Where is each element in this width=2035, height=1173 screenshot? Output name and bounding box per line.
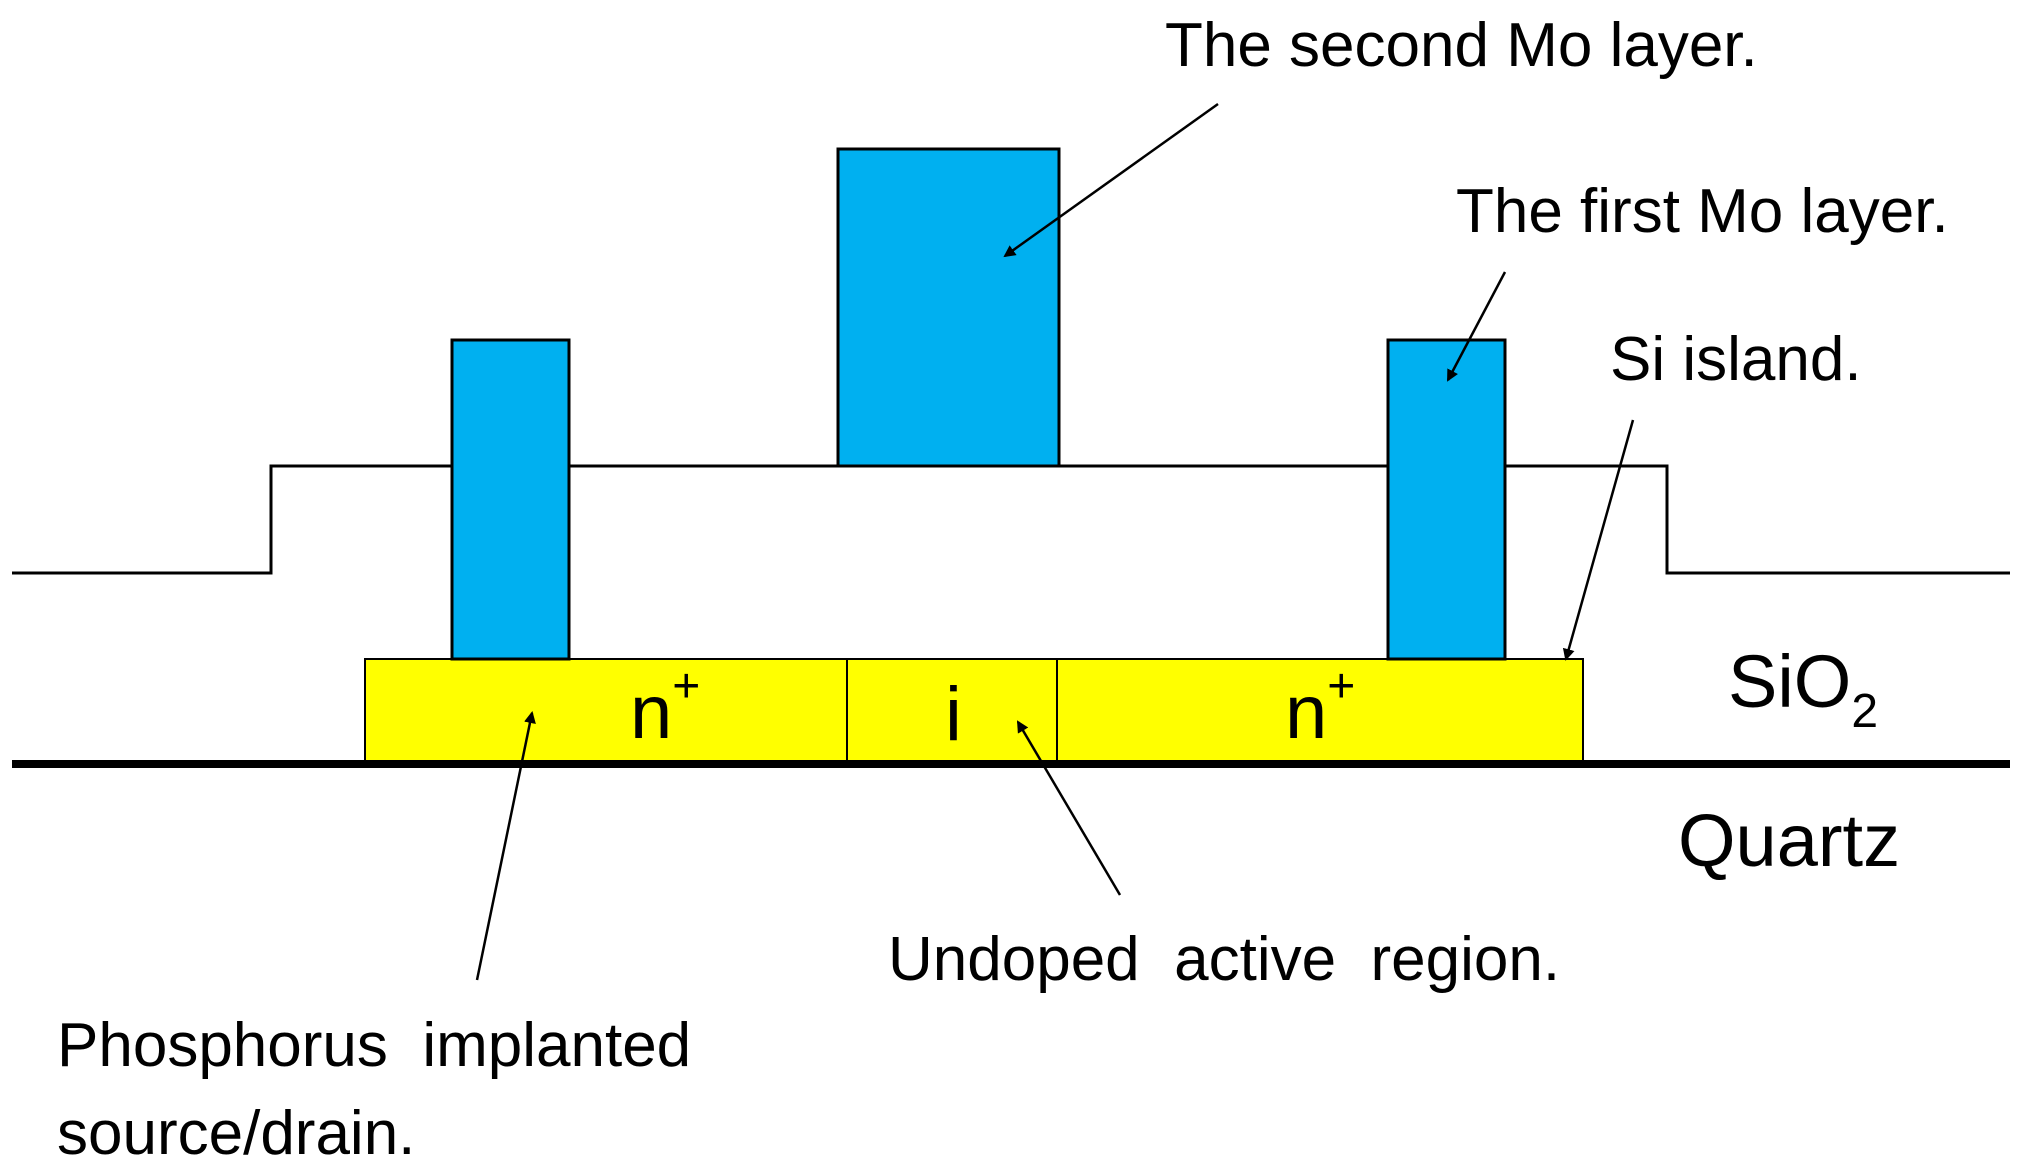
- left-n-plus-label: n+: [630, 660, 700, 755]
- second-mo-gate: [836, 147, 1061, 468]
- arrow-second-mo: [1003, 102, 1219, 258]
- phosphorus-label-line1: Phosphorus implanted: [57, 1011, 691, 1080]
- arrow-first-mo: [1446, 271, 1507, 382]
- undoped-active-region-label: Undoped active region.: [888, 925, 1560, 994]
- si-island-right-n-region: [1056, 658, 1584, 762]
- first-mo-layer-label: The first Mo layer.: [1456, 177, 1949, 246]
- center-i-label: i: [945, 672, 962, 757]
- phosphorus-label-line2: source/drain.: [57, 1099, 415, 1168]
- right-n-plus-label: n+: [1285, 660, 1355, 755]
- arrow-si-island: [1562, 419, 1635, 661]
- arrow-undoped: [1016, 720, 1122, 896]
- first-mo-contact-right: [1386, 338, 1507, 661]
- si-island-left-n-region: [364, 658, 848, 762]
- second-mo-layer-label: The second Mo layer.: [1165, 11, 1758, 80]
- sio2-label: SiO2: [1728, 640, 1878, 738]
- sio2-surface-outline: [12, 464, 2010, 575]
- arrow-phosphorus: [475, 711, 536, 981]
- si-island-label: Si island.: [1610, 325, 1862, 394]
- first-mo-contact-left: [450, 338, 571, 661]
- quartz-label: Quartz: [1678, 799, 1900, 882]
